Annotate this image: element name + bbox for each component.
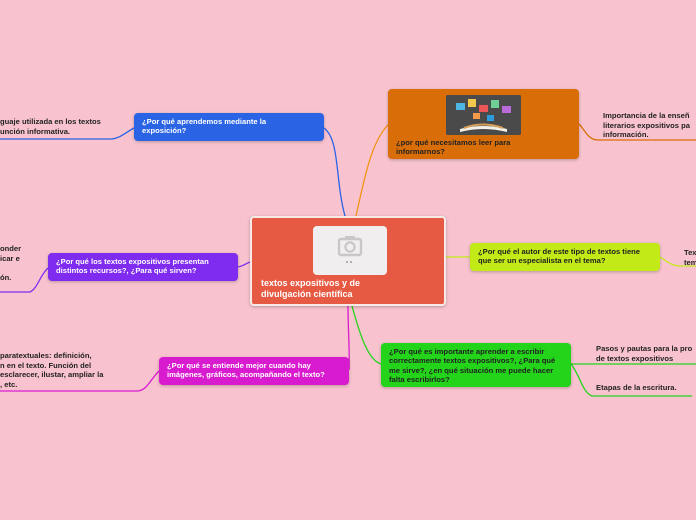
leaf-paratextuales-line4: , etc. xyxy=(0,380,103,390)
leaf-pasos-line1: Pasos y pautas para la pro xyxy=(596,344,692,354)
link-center-recursos xyxy=(238,262,250,267)
leaf-responder-line1: onder xyxy=(0,244,21,254)
topic-recursos[interactable]: ¿Por qué los textos expositivos presenta… xyxy=(48,253,238,281)
topic-recursos-label: ¿Por qué los textos expositivos presenta… xyxy=(56,257,226,276)
leaf-etapas-line1: Etapas de la escritura. xyxy=(596,383,677,393)
leaf-tex[interactable]: Tex tem xyxy=(684,248,696,267)
leaf-lenguaje-line1: guaje utilizada en los textos xyxy=(0,117,101,127)
topic-especialista[interactable]: ¿Por qué el autor de este tipo de textos… xyxy=(470,243,660,271)
topic-informarnos-label: ¿por qué necesitamos leer para informarn… xyxy=(396,138,536,157)
link-center-informarnos xyxy=(356,124,389,216)
topic-aprendemos[interactable]: ¿Por qué aprendemos mediante la exposici… xyxy=(134,113,324,141)
topic-escribir-label: ¿Por qué es importante aprender a escrib… xyxy=(389,347,561,385)
books-illustration xyxy=(446,95,521,135)
link-center-escribir xyxy=(352,306,381,364)
leaf-etapas[interactable]: Etapas de la escritura. xyxy=(596,383,677,393)
leaf-responder-line3 xyxy=(0,263,21,273)
leaf-importancia-line3: información. xyxy=(603,130,690,140)
central-topic[interactable]: textos expositivos y de divulgación cien… xyxy=(250,216,446,306)
link-center-aprendemos xyxy=(324,128,345,216)
camera-placeholder-icon xyxy=(313,226,387,275)
leaf-paratextuales-line1: paratextuales: definición, xyxy=(0,351,103,361)
leaf-tex-line2: tem xyxy=(684,258,696,268)
leaf-responder-line4: ón. xyxy=(0,273,21,283)
leaf-importancia[interactable]: Importancia de la enseñ literarios expos… xyxy=(603,111,690,140)
topic-imagenes[interactable]: ¿Por qué se entiende mejor cuando hay im… xyxy=(159,357,349,385)
topic-escribir[interactable]: ¿Por qué es importante aprender a escrib… xyxy=(381,343,571,387)
leaf-paratextuales[interactable]: paratextuales: definición, n en el texto… xyxy=(0,351,103,389)
leaf-tex-line1: Tex xyxy=(684,248,696,258)
leaf-importancia-line1: Importancia de la enseñ xyxy=(603,111,690,121)
leaf-responder[interactable]: onder icar e ón. xyxy=(0,244,21,282)
topic-aprendemos-label: ¿Por qué aprendemos mediante la exposici… xyxy=(142,117,292,136)
central-topic-title: textos expositivos y de divulgación cien… xyxy=(261,278,391,299)
leaf-importancia-line2: literarios expositivos pa xyxy=(603,121,690,131)
topic-informarnos[interactable]: ¿por qué necesitamos leer para informarn… xyxy=(388,89,579,159)
leaf-paratextuales-line3: esclarecer, ilustar, ampliar la xyxy=(0,370,103,380)
leaf-lenguaje[interactable]: guaje utilizada en los textos unción inf… xyxy=(0,117,101,136)
leaf-pasos[interactable]: Pasos y pautas para la pro de textos exp… xyxy=(596,344,692,363)
leaf-paratextuales-line2: n en el texto. Función del xyxy=(0,361,103,371)
leaf-lenguaje-line2: unción informativa. xyxy=(0,127,101,137)
leaf-pasos-line2: de textos expositivos xyxy=(596,354,692,364)
topic-imagenes-label: ¿Por qué se entiende mejor cuando hay im… xyxy=(167,361,345,380)
leaf-responder-line2: icar e xyxy=(0,254,21,264)
topic-especialista-label: ¿Por qué el autor de este tipo de textos… xyxy=(478,247,650,266)
